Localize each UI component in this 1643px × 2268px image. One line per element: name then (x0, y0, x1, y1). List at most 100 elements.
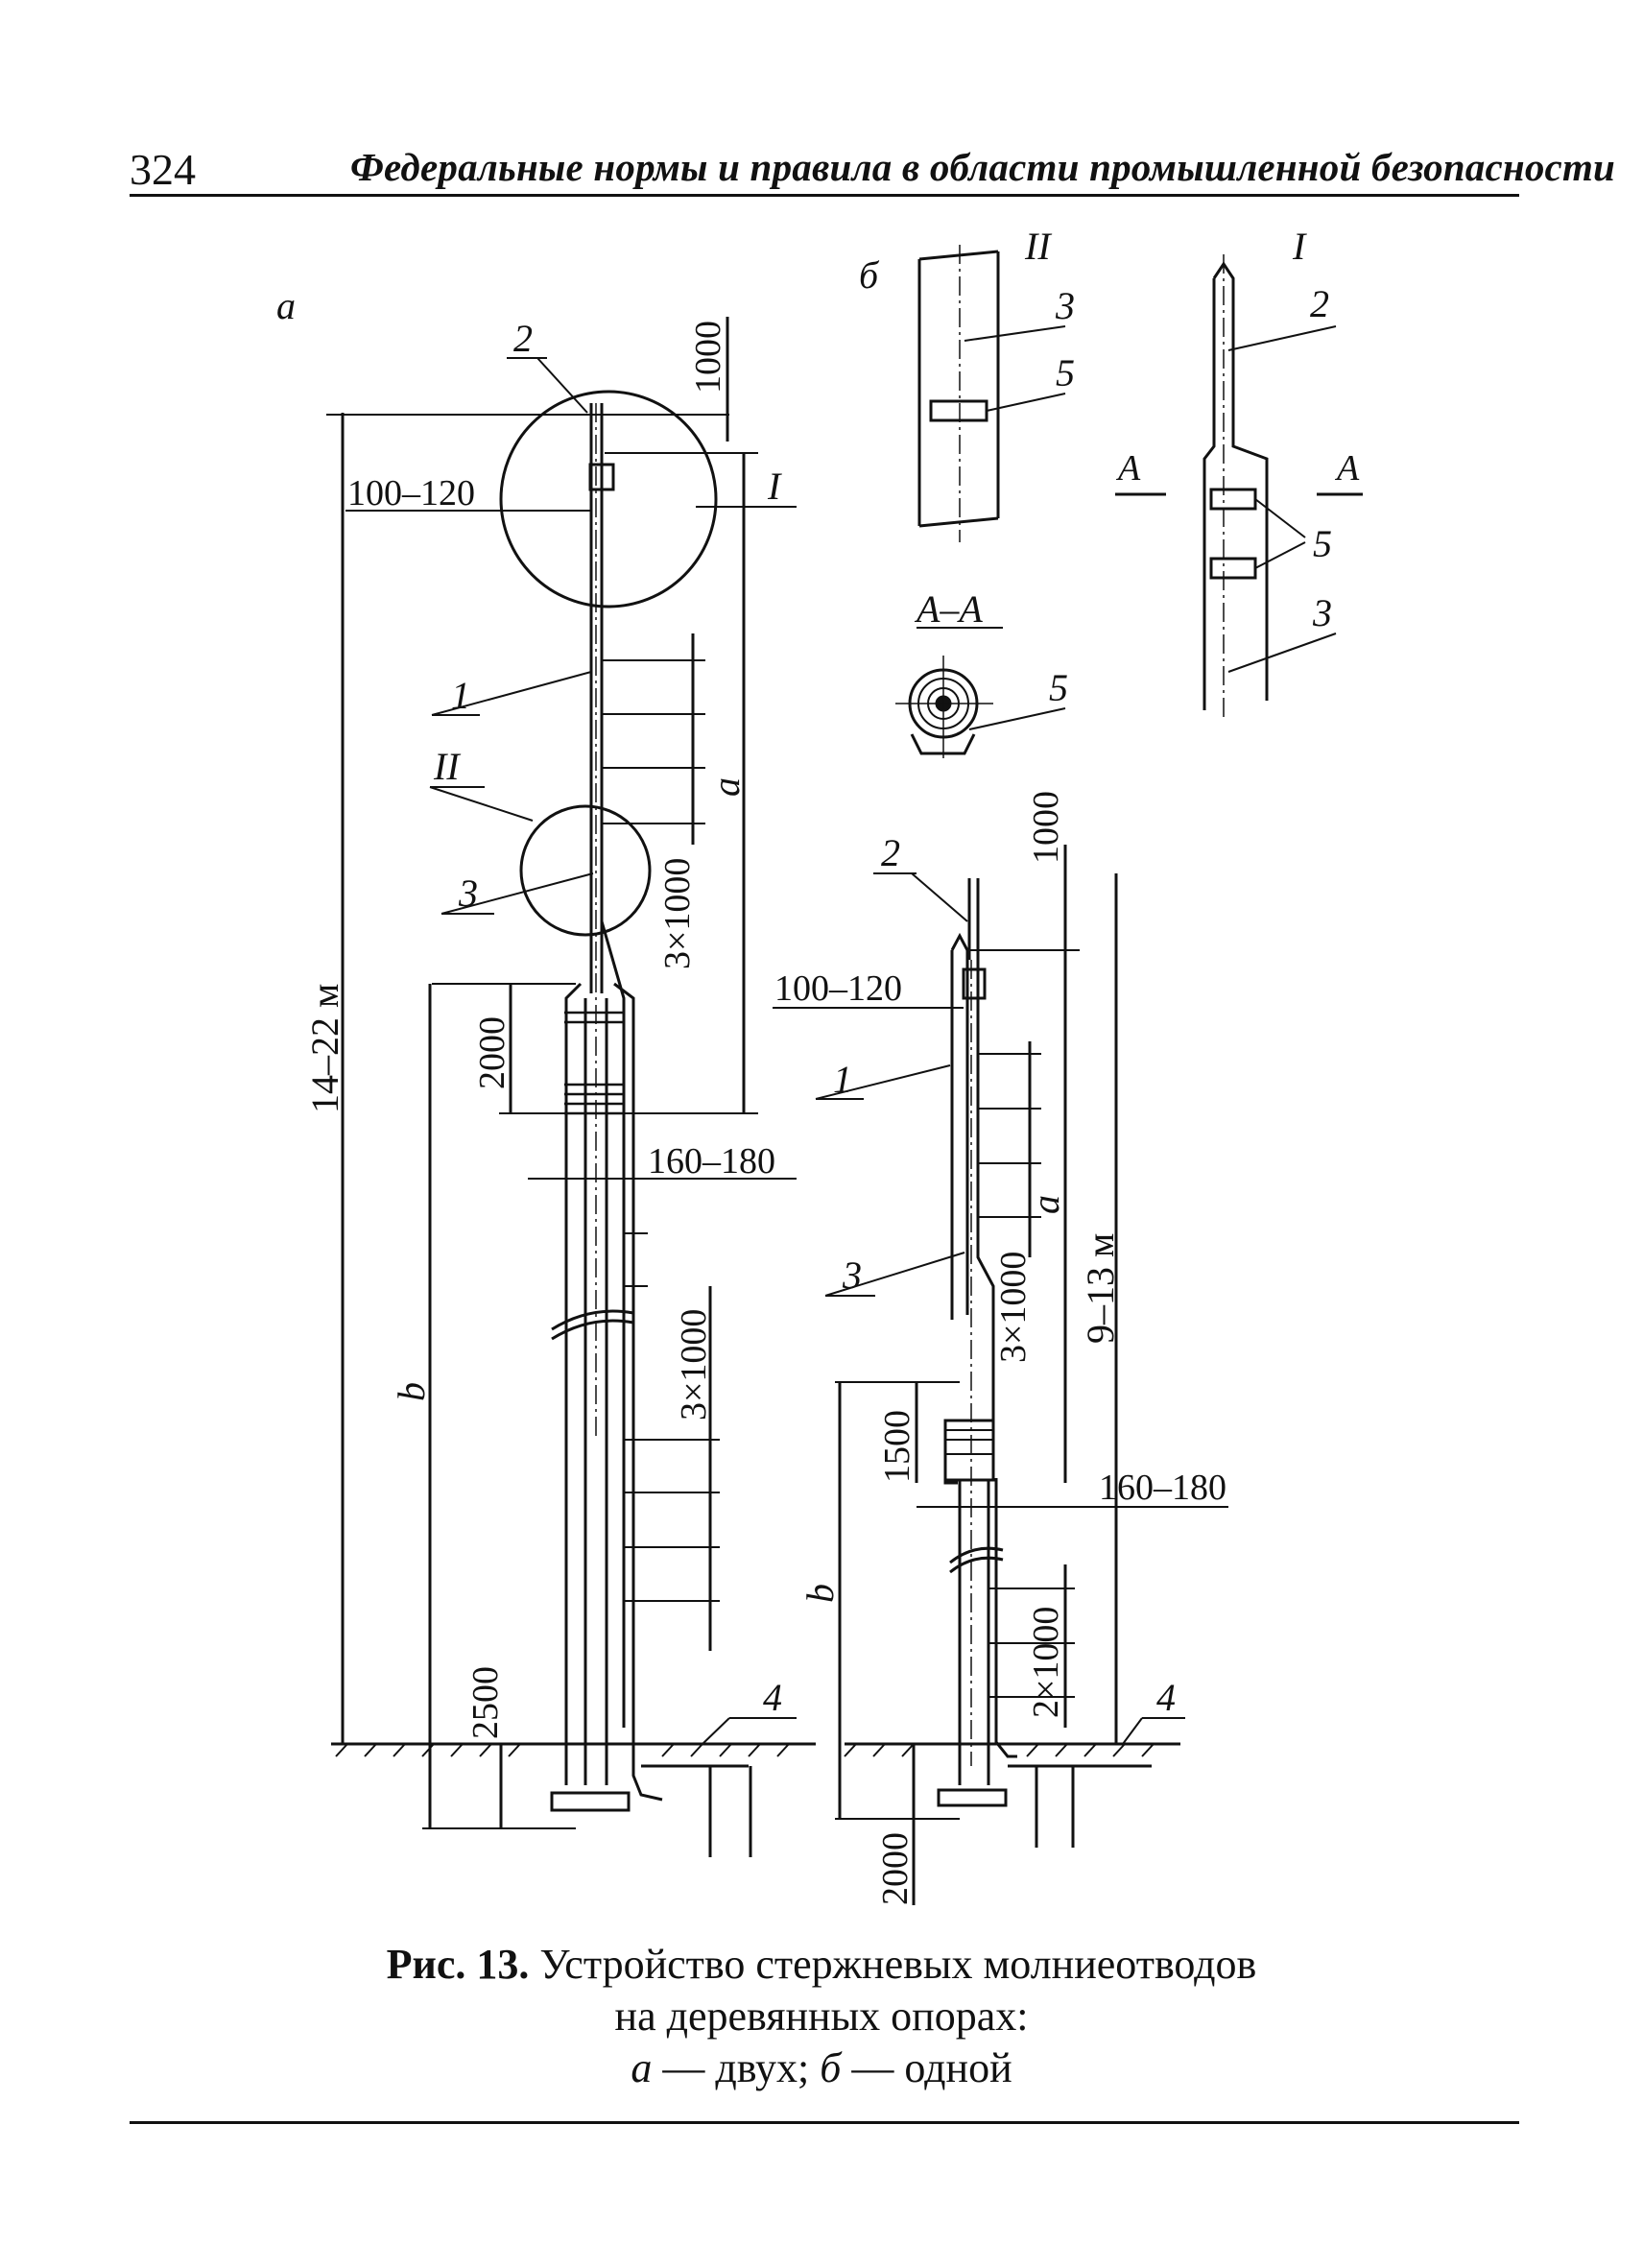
b-part-2-label: 2 (881, 831, 900, 874)
b-part-3-label: 3 (842, 1253, 862, 1297)
detail-II-title: II (1024, 225, 1052, 268)
panel-a-label: а (276, 284, 296, 327)
b-post-upper-left (950, 932, 969, 1315)
panel-b-label: б (859, 253, 880, 297)
break-line-upper (551, 1309, 634, 1331)
leader-II (429, 786, 534, 822)
dim-depth: 2500 (465, 1666, 506, 1739)
conductor-line (600, 920, 626, 1728)
leader-1 (431, 671, 592, 716)
page-number: 324 (130, 145, 196, 194)
dim-spacing-lower: 3×1000 (674, 1309, 714, 1420)
detail-II-callout: II (433, 745, 461, 788)
detail-I-title: I (1292, 225, 1307, 268)
foot-plate (550, 1791, 631, 1812)
b-leader-3 (824, 1252, 965, 1297)
dim-b: b (390, 1382, 433, 1401)
b-dim-overlap: 1500 (877, 1410, 917, 1483)
caption-legend: а — двух; б — одной (0, 2042, 1643, 2094)
ground-hatch (335, 1743, 790, 1757)
b-dim-width-bottom: 160–180 (1099, 1468, 1226, 1508)
section-title: А–А (914, 587, 983, 631)
detail-I-callout: I (767, 465, 782, 508)
detail-I-leader-5b (1254, 541, 1306, 569)
break-line-lower (551, 1319, 634, 1341)
figure-caption: Рис. 13. Устройство стержневых молниеотв… (0, 1939, 1643, 2094)
header-rule (130, 194, 1519, 197)
leader-3 (441, 872, 594, 915)
b-dim-b: b (798, 1584, 842, 1603)
b-part-4-label: 4 (1156, 1676, 1176, 1719)
detail-I-part-3: 3 (1312, 591, 1332, 634)
detail-II-breaks (918, 250, 999, 528)
detail-I-leader-2 (1227, 325, 1337, 351)
detail-I-leader-3 (1227, 633, 1337, 673)
post-bands (564, 1011, 624, 1115)
caption-line-1: Рис. 13. Устройство стержневых молниеотв… (0, 1939, 1643, 1991)
running-title: Федеральные нормы и правила в области пр… (350, 145, 1616, 189)
post-left-outline (564, 982, 583, 1785)
dim-overlap: 2000 (472, 1016, 512, 1089)
detail-I-leader-5a (1254, 498, 1306, 538)
detail-I-part-5: 5 (1313, 522, 1332, 565)
b-dim-width-top: 100–120 (774, 968, 902, 1009)
b-dim-a: a (1024, 1195, 1067, 1214)
part-1-label: 1 (451, 674, 470, 717)
b-spacing-upper-ticks (978, 1053, 1041, 1218)
detail-II-part-5: 5 (1056, 351, 1075, 394)
footer-rule (130, 2121, 1519, 2124)
b-break-1 (949, 1546, 1004, 1564)
fig-label: Рис. 13. (386, 1941, 530, 1988)
part-4-label: 4 (763, 1676, 782, 1719)
b-top-clamp (962, 967, 987, 1000)
dim-total-height: 14–22 м (303, 984, 346, 1113)
dim-spacing-upper: 3×1000 (657, 858, 698, 969)
b-leader-1 (815, 1064, 951, 1100)
b-bands-box (943, 1419, 995, 1482)
panel-a: а (276, 284, 816, 1857)
detail-I-circle (499, 390, 718, 609)
legend-a-text: — двух; (652, 2044, 821, 2091)
panel-b-pole: 1000 a 9–13 м 100–120 160–180 1500 b 3×1… (773, 791, 1228, 1905)
dim-width-bottom: 160–180 (648, 1141, 775, 1182)
detail-II-leader-5 (986, 393, 1066, 412)
b-ground-hatch (844, 1743, 1155, 1757)
detail-I-clamp-1 (1209, 488, 1257, 511)
section-mark-right: А (1334, 448, 1360, 489)
dim-a: a (704, 777, 748, 797)
b-dim-top-1000: 1000 (1026, 791, 1066, 864)
b-dim-spacing-upper: 3×1000 (993, 1252, 1034, 1363)
leader-4 (702, 1717, 730, 1745)
legend-b-text: — одной (841, 2044, 1012, 2091)
section-mark-left: А (1115, 448, 1141, 489)
section-clamp (910, 733, 976, 755)
legend-b-key: б (820, 2044, 842, 2091)
b-leader-4 (1122, 1717, 1143, 1745)
legend-a-key: а (631, 2044, 653, 2091)
b-dim-total-height: 9–13 м (1079, 1233, 1122, 1344)
b-dim-depth: 2000 (875, 1832, 916, 1905)
b-break-2 (949, 1556, 1004, 1574)
panel-b-details: б II I 3 5 2 5 3 А А А–А (859, 225, 1363, 758)
part-2-label: 2 (513, 317, 533, 360)
detail-II-part-3: 3 (1055, 284, 1075, 327)
caption-title-2: на деревянных опорах: (614, 1993, 1029, 2040)
b-ground-conductor (994, 1478, 1017, 1758)
spacing-upper-ticks (602, 659, 705, 824)
b-dim-spacing-lower: 2×1000 (1026, 1607, 1066, 1718)
section-leader-5 (968, 707, 1066, 730)
b-spacing-lower-ticks (988, 1588, 1075, 1698)
b-leader-2 (911, 872, 968, 922)
dim-width-top: 100–120 (347, 473, 475, 513)
detail-II-circle (519, 804, 652, 937)
leader-2 (536, 357, 588, 414)
detail-II-clamp (929, 399, 988, 422)
top-clamp (588, 463, 615, 491)
b-bands (945, 1429, 993, 1455)
detail-I-clamp-2 (1209, 557, 1257, 580)
b-part-1-label: 1 (833, 1058, 852, 1101)
part-3-label: 3 (458, 871, 478, 915)
section-part-5: 5 (1049, 666, 1068, 709)
caption-title-1: Устройство стержневых молниеотводов (539, 1941, 1257, 1988)
